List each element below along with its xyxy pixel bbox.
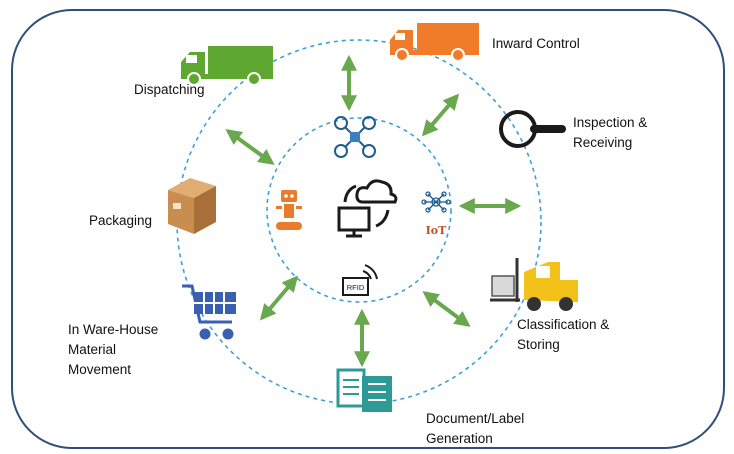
iot-label: IoT <box>426 224 447 237</box>
arrow-top-left <box>225 129 275 165</box>
forklift-icon <box>490 258 578 311</box>
dispatching-label: Dispatching <box>134 82 205 97</box>
iot-network-icon: IoT <box>421 191 451 237</box>
cardboard-box-icon <box>168 178 216 234</box>
document-checklist-icon <box>336 368 392 412</box>
inward-control-label: Inward Control <box>492 36 580 51</box>
shopping-cart-icon <box>182 284 236 340</box>
arrow-bottom-left <box>259 275 299 321</box>
inspection-label: Inspection & Receiving <box>573 115 648 150</box>
robot-icon <box>276 190 302 230</box>
rfid-tag-icon: RFID <box>342 264 378 296</box>
cloud-computer-sync-icon <box>337 179 398 238</box>
document-label: Document/Label Generation <box>426 411 525 446</box>
outer-frame <box>11 9 725 449</box>
magnifier-icon <box>499 110 566 148</box>
arrow-bottom-right <box>422 291 471 327</box>
classification-label: Classification & Storing <box>517 317 610 352</box>
green-truck-icon <box>181 46 273 86</box>
drone-icon <box>334 116 376 158</box>
movement-label: In Ware-House Material Movement <box>68 322 159 377</box>
inner-dashed-circle <box>266 117 452 303</box>
packaging-label: Packaging <box>89 213 153 228</box>
orange-truck-icon <box>390 23 479 62</box>
rfid-label: RFID <box>347 283 365 292</box>
arrow-top-right <box>421 93 460 137</box>
